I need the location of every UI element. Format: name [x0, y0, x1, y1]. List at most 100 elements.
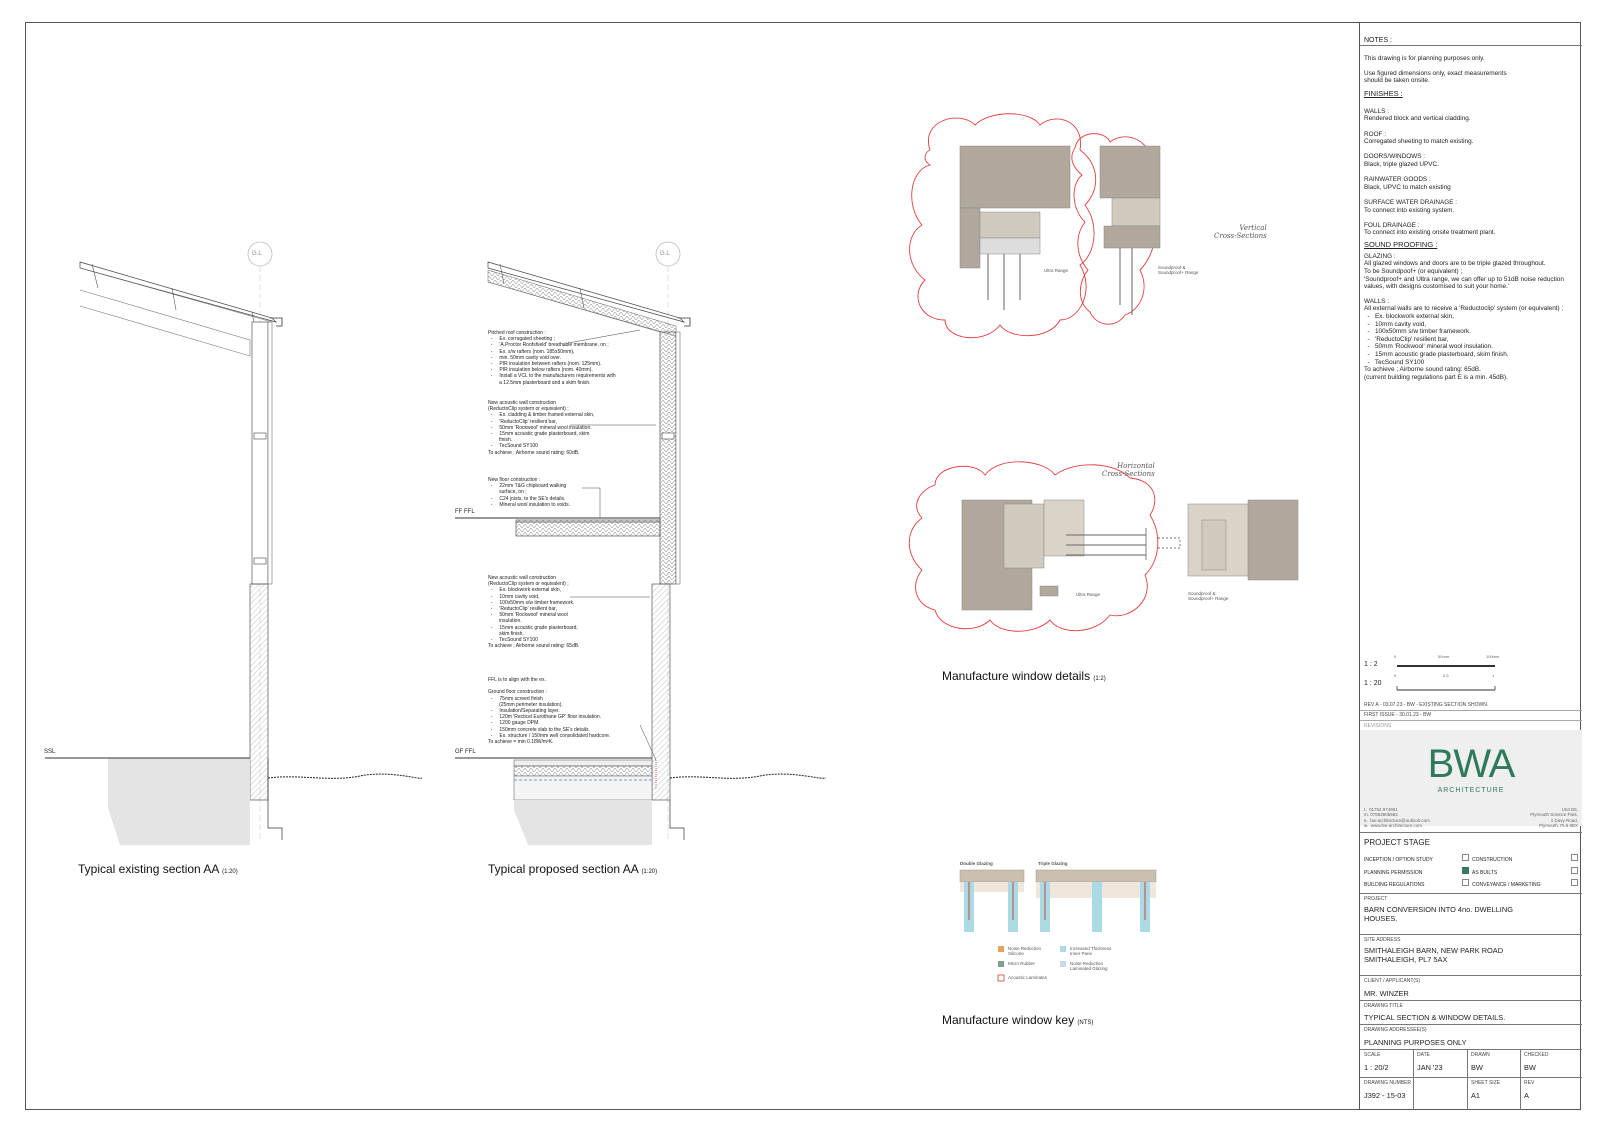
ff-ffl-label: FF FFL	[455, 509, 475, 515]
soundproof-label-vertical: Soundproof & Soundproof+ Range	[1158, 265, 1199, 275]
legend-micro-rubber: Micro Rubber	[1008, 961, 1036, 966]
sound-proofing-title: SOUND PROOFING :	[1364, 239, 1438, 249]
scale-label: SCALE	[1364, 1052, 1381, 1058]
glazing-spec: GLAZING : All glazed windows and doors a…	[1364, 252, 1564, 291]
rev-label: REV	[1524, 1080, 1535, 1086]
date-label: DATE	[1417, 1052, 1430, 1058]
logo-mark: BWA	[1427, 742, 1516, 786]
bwa-logo: BWA ARCHITECTURE	[1360, 730, 1582, 826]
scale-bars	[1396, 665, 1496, 691]
notes-line-1: This drawing is for planning purposes on…	[1364, 55, 1485, 62]
window-details-caption: Manufacture window details (1:2)	[942, 669, 1106, 683]
sheet-size-label: SHEET SIZE	[1471, 1080, 1501, 1086]
drawing-title-label: DRAWING TITLE	[1364, 1003, 1403, 1009]
window-key-diagram	[959, 869, 1157, 982]
stage-inception: INCEPTION / OPTION STUDY	[1364, 854, 1469, 867]
scale-tick-0: 0	[1394, 654, 1397, 659]
soundproof-label-horizontal: Soundproof & Soundproof+ Range	[1188, 591, 1229, 601]
lower-wall-construction-note: New acoustic wall construction (ReductoC…	[488, 575, 580, 650]
legend-acoustic-laminates: Acoustic Laminates	[1008, 975, 1048, 980]
site-address-label: SITE ADDRESS	[1364, 937, 1401, 943]
stage-as-builts-checkbox[interactable]	[1571, 866, 1578, 874]
legend-laminated-glazing: Noise Reduction Laminated Glazing	[1070, 961, 1108, 971]
ground-floor-construction-note: FFL is to align with the ex. Ground floo…	[488, 677, 611, 746]
window-key-caption: Manufacture window key (NTS)	[942, 1013, 1094, 1027]
ultra-range-label-vertical: Ultra Range	[1044, 268, 1069, 273]
client-value: MR. WINZER	[1364, 989, 1409, 998]
addressee-label: DRAWING ADDRESSEE(S)	[1364, 1027, 1427, 1033]
stage-construction-checkbox[interactable]	[1571, 854, 1578, 861]
gl-marker-existing: G.L	[252, 251, 262, 257]
stage-planning: PLANNING PERMISSION	[1364, 866, 1469, 880]
vertical-window-sections	[909, 113, 1161, 339]
stage-building-regs: BUILDING REGULATIONS	[1364, 879, 1469, 892]
office-address: Unit D5, Plymouth Science Park, 1 Davy R…	[1530, 807, 1578, 828]
scale-tick-0b: 0	[1394, 673, 1397, 678]
notes-title: NOTES :	[1364, 37, 1393, 44]
roof-construction-note: Pitched roof construction : - Ex. corrug…	[488, 330, 616, 386]
double-glazing-label: Double Glazing	[960, 861, 993, 866]
site-address-value: SMITHALEIGH BARN, NEW PARK ROAD SMITHALE…	[1364, 946, 1504, 964]
stage-building-regs-checkbox[interactable]	[1462, 879, 1469, 886]
scale-tick-50mm: 50mm	[1438, 654, 1450, 659]
checked-label: CHECKED	[1524, 1052, 1549, 1058]
stage-construction: CONSTRUCTION	[1472, 854, 1578, 867]
existing-section	[45, 241, 423, 845]
sheet-size-value: A1	[1471, 1091, 1481, 1100]
scale-tick-0-5: 0.5	[1443, 673, 1449, 678]
revision-a: REV A - 03.07.23 - BW - EXISTING SECTION…	[1364, 702, 1489, 708]
existing-section-caption: Typical existing section AA (1:20)	[78, 862, 238, 876]
drawing-number-value: J392 - 15-03	[1364, 1091, 1406, 1100]
project-value: BARN CONVERSION INTO 4no. DWELLING HOUSE…	[1364, 905, 1513, 923]
finishes-list: WALLS : Rendered block and vertical clad…	[1364, 107, 1496, 237]
proposed-section-caption: Typical proposed section AA (1:20)	[488, 862, 658, 876]
horizontal-window-sections	[908, 461, 1299, 632]
stage-conveyance-checkbox[interactable]	[1571, 879, 1578, 886]
scale-value: 1 : 20/2	[1364, 1063, 1389, 1072]
stage-list-right: CONSTRUCTION AS BUILTS CONVEYANCE / MARK…	[1472, 854, 1578, 892]
addressee-value: PLANNING PURPOSES ONLY	[1364, 1038, 1467, 1047]
drawing-sheet-border	[25, 22, 1581, 1110]
drawn-label: DRAWN	[1471, 1052, 1490, 1058]
contact-details: t. 01752 974961 m. 07853905584 e. bw-arc…	[1364, 807, 1430, 828]
scale-bar-1-20-label: 1 : 20	[1364, 680, 1382, 687]
floor-construction-note: New floor construction : - 22mm T&G chip…	[488, 477, 570, 508]
drawn-value: BW	[1471, 1063, 1483, 1072]
finishes-title: FINISHES :	[1364, 88, 1403, 98]
gf-ffl-label: GF FFL	[455, 749, 476, 755]
notes-line-2: Use figured dimensions only, exact measu…	[1364, 69, 1507, 85]
notes-body: This drawing is for planning purposes on…	[1364, 55, 1578, 381]
client-label: CLIENT / APPLICANT(S)	[1364, 978, 1421, 984]
project-stage-title: PROJECT STAGE	[1364, 838, 1430, 847]
triple-glazing-label: Triple Glazing	[1038, 861, 1068, 866]
scale-tick-1: 1	[1492, 673, 1495, 678]
date-value: JAN '23	[1417, 1063, 1443, 1072]
vertical-cross-sections-label: Vertical Cross-Sections	[1214, 224, 1267, 240]
horizontal-cross-sections-label: Horizontal Cross-Sections	[1102, 462, 1155, 478]
project-label: PROJECT	[1364, 896, 1388, 902]
rev-value: A	[1524, 1091, 1529, 1100]
legend-inner-pane: Increased Thickness Inner Pane	[1070, 946, 1112, 956]
drawing-title-value: TYPICAL SECTION & WINDOW DETAILS.	[1364, 1013, 1506, 1022]
logo-subtitle: ARCHITECTURE	[1437, 787, 1505, 794]
stage-planning-checkbox[interactable]	[1462, 866, 1469, 874]
stage-list-left: INCEPTION / OPTION STUDY PLANNING PERMIS…	[1364, 854, 1469, 892]
proposed-section	[455, 241, 827, 845]
stage-inception-checkbox[interactable]	[1462, 854, 1469, 861]
walls-spec: WALLS : All external walls are to receiv…	[1364, 297, 1564, 381]
first-issue: FIRST ISSUE - 30.01.23 - BW	[1364, 712, 1432, 718]
scale-bar-1-2-label: 1 : 2	[1364, 661, 1378, 668]
scale-tick-100mm: 100mm	[1486, 654, 1500, 659]
revisions-label: REVISIONS	[1364, 723, 1392, 729]
ssl-label: SSL	[44, 749, 56, 755]
checked-value: BW	[1524, 1063, 1536, 1072]
stage-as-builts: AS BUILTS	[1472, 866, 1578, 880]
upper-wall-construction-note: New acoustic wall construction (ReductoC…	[488, 400, 595, 456]
notes-header: NOTES :	[1360, 22, 1582, 46]
title-block: NOTES : This drawing is for planning pur…	[1359, 22, 1582, 1110]
legend-noise-silicone: Noise Reduction Silicone	[1008, 946, 1042, 956]
drawing-number-label: DRAWING NUMBER	[1364, 1080, 1412, 1086]
ultra-range-label-horizontal: Ultra Range	[1076, 592, 1101, 597]
stage-conveyance: CONVEYANCE / MARKETING	[1472, 879, 1578, 892]
